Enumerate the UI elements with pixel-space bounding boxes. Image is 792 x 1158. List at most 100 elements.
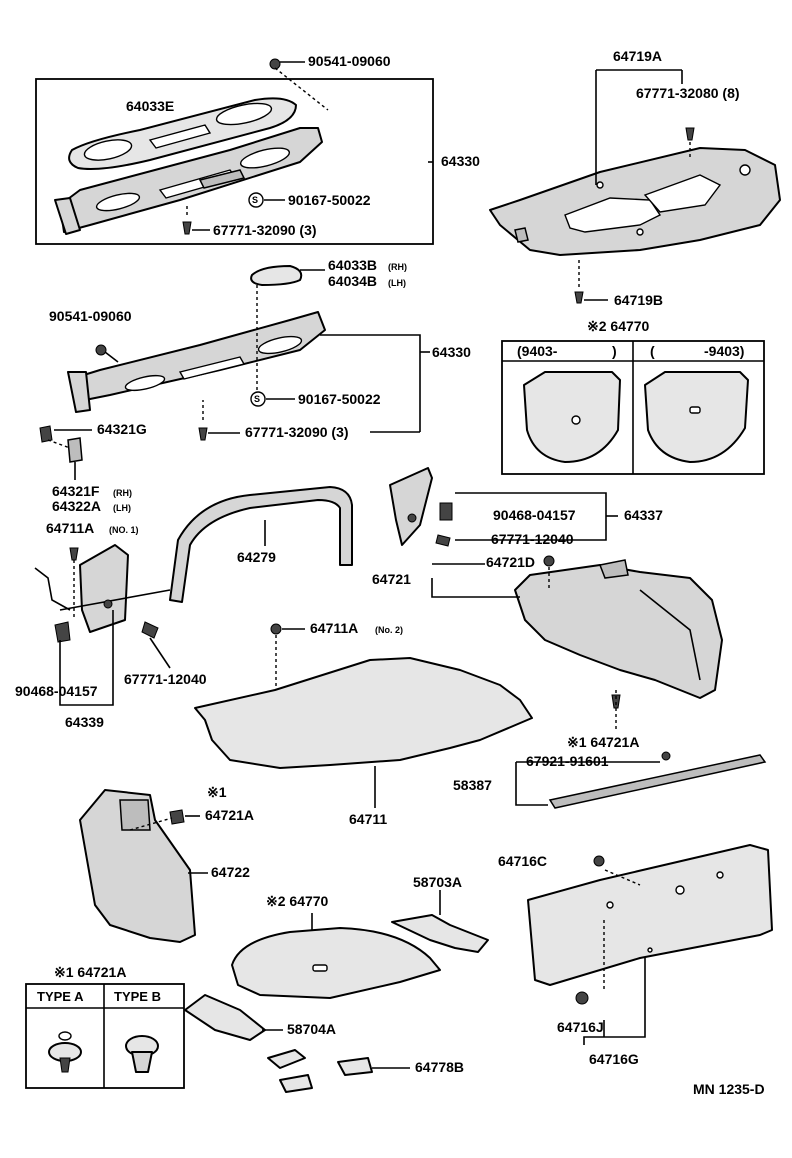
label-64711A-no2: 64711A [310, 620, 358, 636]
label-90468-04157-right: 90468-04157 [493, 507, 576, 523]
label-64033B: 64033B [328, 257, 377, 273]
clip-64716C-icon [593, 855, 605, 867]
label-67771-12040-left: 67771-12040 [124, 671, 207, 687]
part-64716G-board [527, 844, 773, 986]
label-58387: 58387 [453, 777, 492, 793]
clip-64711A-no2-icon [270, 623, 282, 635]
clip-67771-icon [182, 221, 192, 235]
label-67771-32090-mid: 67771-32090 (3) [245, 424, 349, 440]
part-64321F-bracket [67, 437, 83, 463]
label-64279: 64279 [237, 549, 276, 565]
label-67771-32080: 67771-32080 (8) [636, 85, 740, 101]
clip-64721D-icon [543, 555, 555, 567]
label-64330-mid: 64330 [432, 344, 471, 360]
clip-67771-left-icon [141, 621, 159, 639]
label-64716J: 64716J [557, 1019, 604, 1035]
part-64778B-clip-3 [337, 1057, 373, 1076]
trunk-board-assembly: 64716C 64716J 64716G [498, 844, 773, 1067]
label-58703A: 58703A [413, 874, 462, 890]
hinge-64321G-icon [39, 425, 53, 443]
label-64337: 64337 [624, 507, 663, 523]
bolt-90468-right-icon [439, 502, 453, 521]
clip-67921-icon [661, 751, 671, 761]
part-64711-mat [194, 657, 533, 769]
trunk-lid-liner-assembly: 64719A 67771-32080 (8) 64719B [489, 48, 781, 308]
label-64721D: 64721D [486, 554, 535, 570]
label-9403-open: ( [650, 343, 655, 359]
label-64722: 64722 [211, 864, 250, 880]
label-64778B: 64778B [415, 1059, 464, 1075]
label-64711A-no2-suffix: (No. 2) [375, 625, 403, 635]
spare-cover-bottom-assembly: ※2 64770 58703A 58704A 64778B [184, 874, 489, 1093]
label-64321F-suffix: (RH) [113, 488, 132, 498]
scuff-plate-assembly: 67921-91601 58387 [453, 751, 767, 809]
part-64722-trim [79, 789, 196, 943]
label-9403-from: (9403- [517, 343, 558, 359]
label-90167-50022-top: 90167-50022 [288, 192, 371, 208]
screw-90167-icon [248, 192, 264, 208]
quarter-trim-right-assembly: 90468-04157 64337 67771-12040 [389, 467, 663, 547]
label-90167-50022-mid: 90167-50022 [298, 391, 381, 407]
part-64033B-cover [250, 265, 303, 286]
clip-67771-32080-icon [685, 127, 695, 141]
clip-type-table: ※1 64721A TYPE A TYPE B [25, 964, 185, 1089]
label-64770-bot: ※2 64770 [266, 893, 329, 909]
label-64721A-type-title: ※1 64721A [54, 964, 126, 980]
label-58704A: 58704A [287, 1021, 336, 1037]
label-64711A-no1: 64711A [46, 520, 94, 536]
label-64716G: 64716G [589, 1051, 639, 1067]
label-67771-32090-top: 67771-32090 (3) [213, 222, 317, 238]
part-64770-cover [231, 927, 441, 999]
label-64033B-suffix: (RH) [388, 262, 407, 272]
label-64339: 64339 [65, 714, 104, 730]
label-67921-91601: 67921-91601 [526, 753, 609, 769]
clip-type-b-icon [125, 1035, 159, 1073]
side-trim-64721-assembly: 64721D 64721 ※1 64721A [372, 554, 723, 750]
label-type-a: TYPE A [37, 989, 84, 1004]
part-64337-trim [389, 467, 433, 546]
clip-type-a-icon [48, 1031, 82, 1073]
bolt-90541-icon [269, 58, 281, 70]
part-64330-lower-tray [73, 311, 326, 401]
clip-67771-mid-icon [198, 427, 208, 441]
label-64721A-star: ※1 64721A [567, 734, 639, 750]
svg-text:S: S [254, 394, 260, 404]
label-67771-12040-right: 67771-12040 [491, 531, 574, 547]
label-64034B: 64034B [328, 273, 377, 289]
clip-64721A-mid-icon [169, 809, 185, 825]
package-tray-assembly-upper: S 90541-09060 64033E 64330 90167-50022 6… [35, 53, 480, 245]
part-64778B-clip-2 [279, 1074, 313, 1093]
label-64721A-mid: 64721A [205, 807, 254, 823]
bolt-90468-left-icon [54, 621, 71, 643]
label-90541-09060-top: 90541-09060 [308, 53, 391, 69]
diagram-code: MN 1235-D [693, 1081, 765, 1097]
package-tray-assembly-lower: S 64033B (RH) 64034B (LH) 90541-09060 64… [39, 257, 471, 514]
label-90541-09060-mid: 90541-09060 [49, 308, 132, 324]
trim-64722-assembly: ※1 64721A 64722 [79, 784, 254, 943]
type-table-box [25, 983, 185, 1089]
label-type-b: TYPE B [114, 989, 161, 1004]
part-64339-trim [79, 544, 129, 633]
spare-tire-cover-variants: ※2 64770 (9403- ) ( -9403) [501, 318, 765, 475]
clip-64721A-star-icon [611, 694, 621, 709]
part-58387-plate [548, 754, 767, 809]
bolt-90541-mid-icon [95, 344, 107, 356]
label-90468-04157-left: 90468-04157 [15, 683, 98, 699]
label-64721: 64721 [372, 571, 411, 587]
label-64321G: 64321G [97, 421, 147, 437]
part-64279-weatherstrip [169, 486, 353, 603]
screw-90167-mid-icon [250, 391, 266, 407]
part-58704A-pad [184, 994, 266, 1041]
label-9403-to: -9403) [704, 343, 744, 359]
clip-67771-right-icon [435, 534, 451, 547]
label-64719B: 64719B [614, 292, 663, 308]
label-64719A: 64719A [613, 48, 662, 64]
clip-64711A-no1-icon [69, 547, 79, 561]
label-64711: 64711 [349, 811, 387, 827]
part-58703A-pad [391, 914, 489, 953]
label-64322A-suffix: (LH) [113, 503, 131, 513]
part-64770-variant-a [523, 371, 621, 463]
label-64034B-suffix: (LH) [388, 278, 406, 288]
label-64321F: 64321F [52, 483, 100, 499]
